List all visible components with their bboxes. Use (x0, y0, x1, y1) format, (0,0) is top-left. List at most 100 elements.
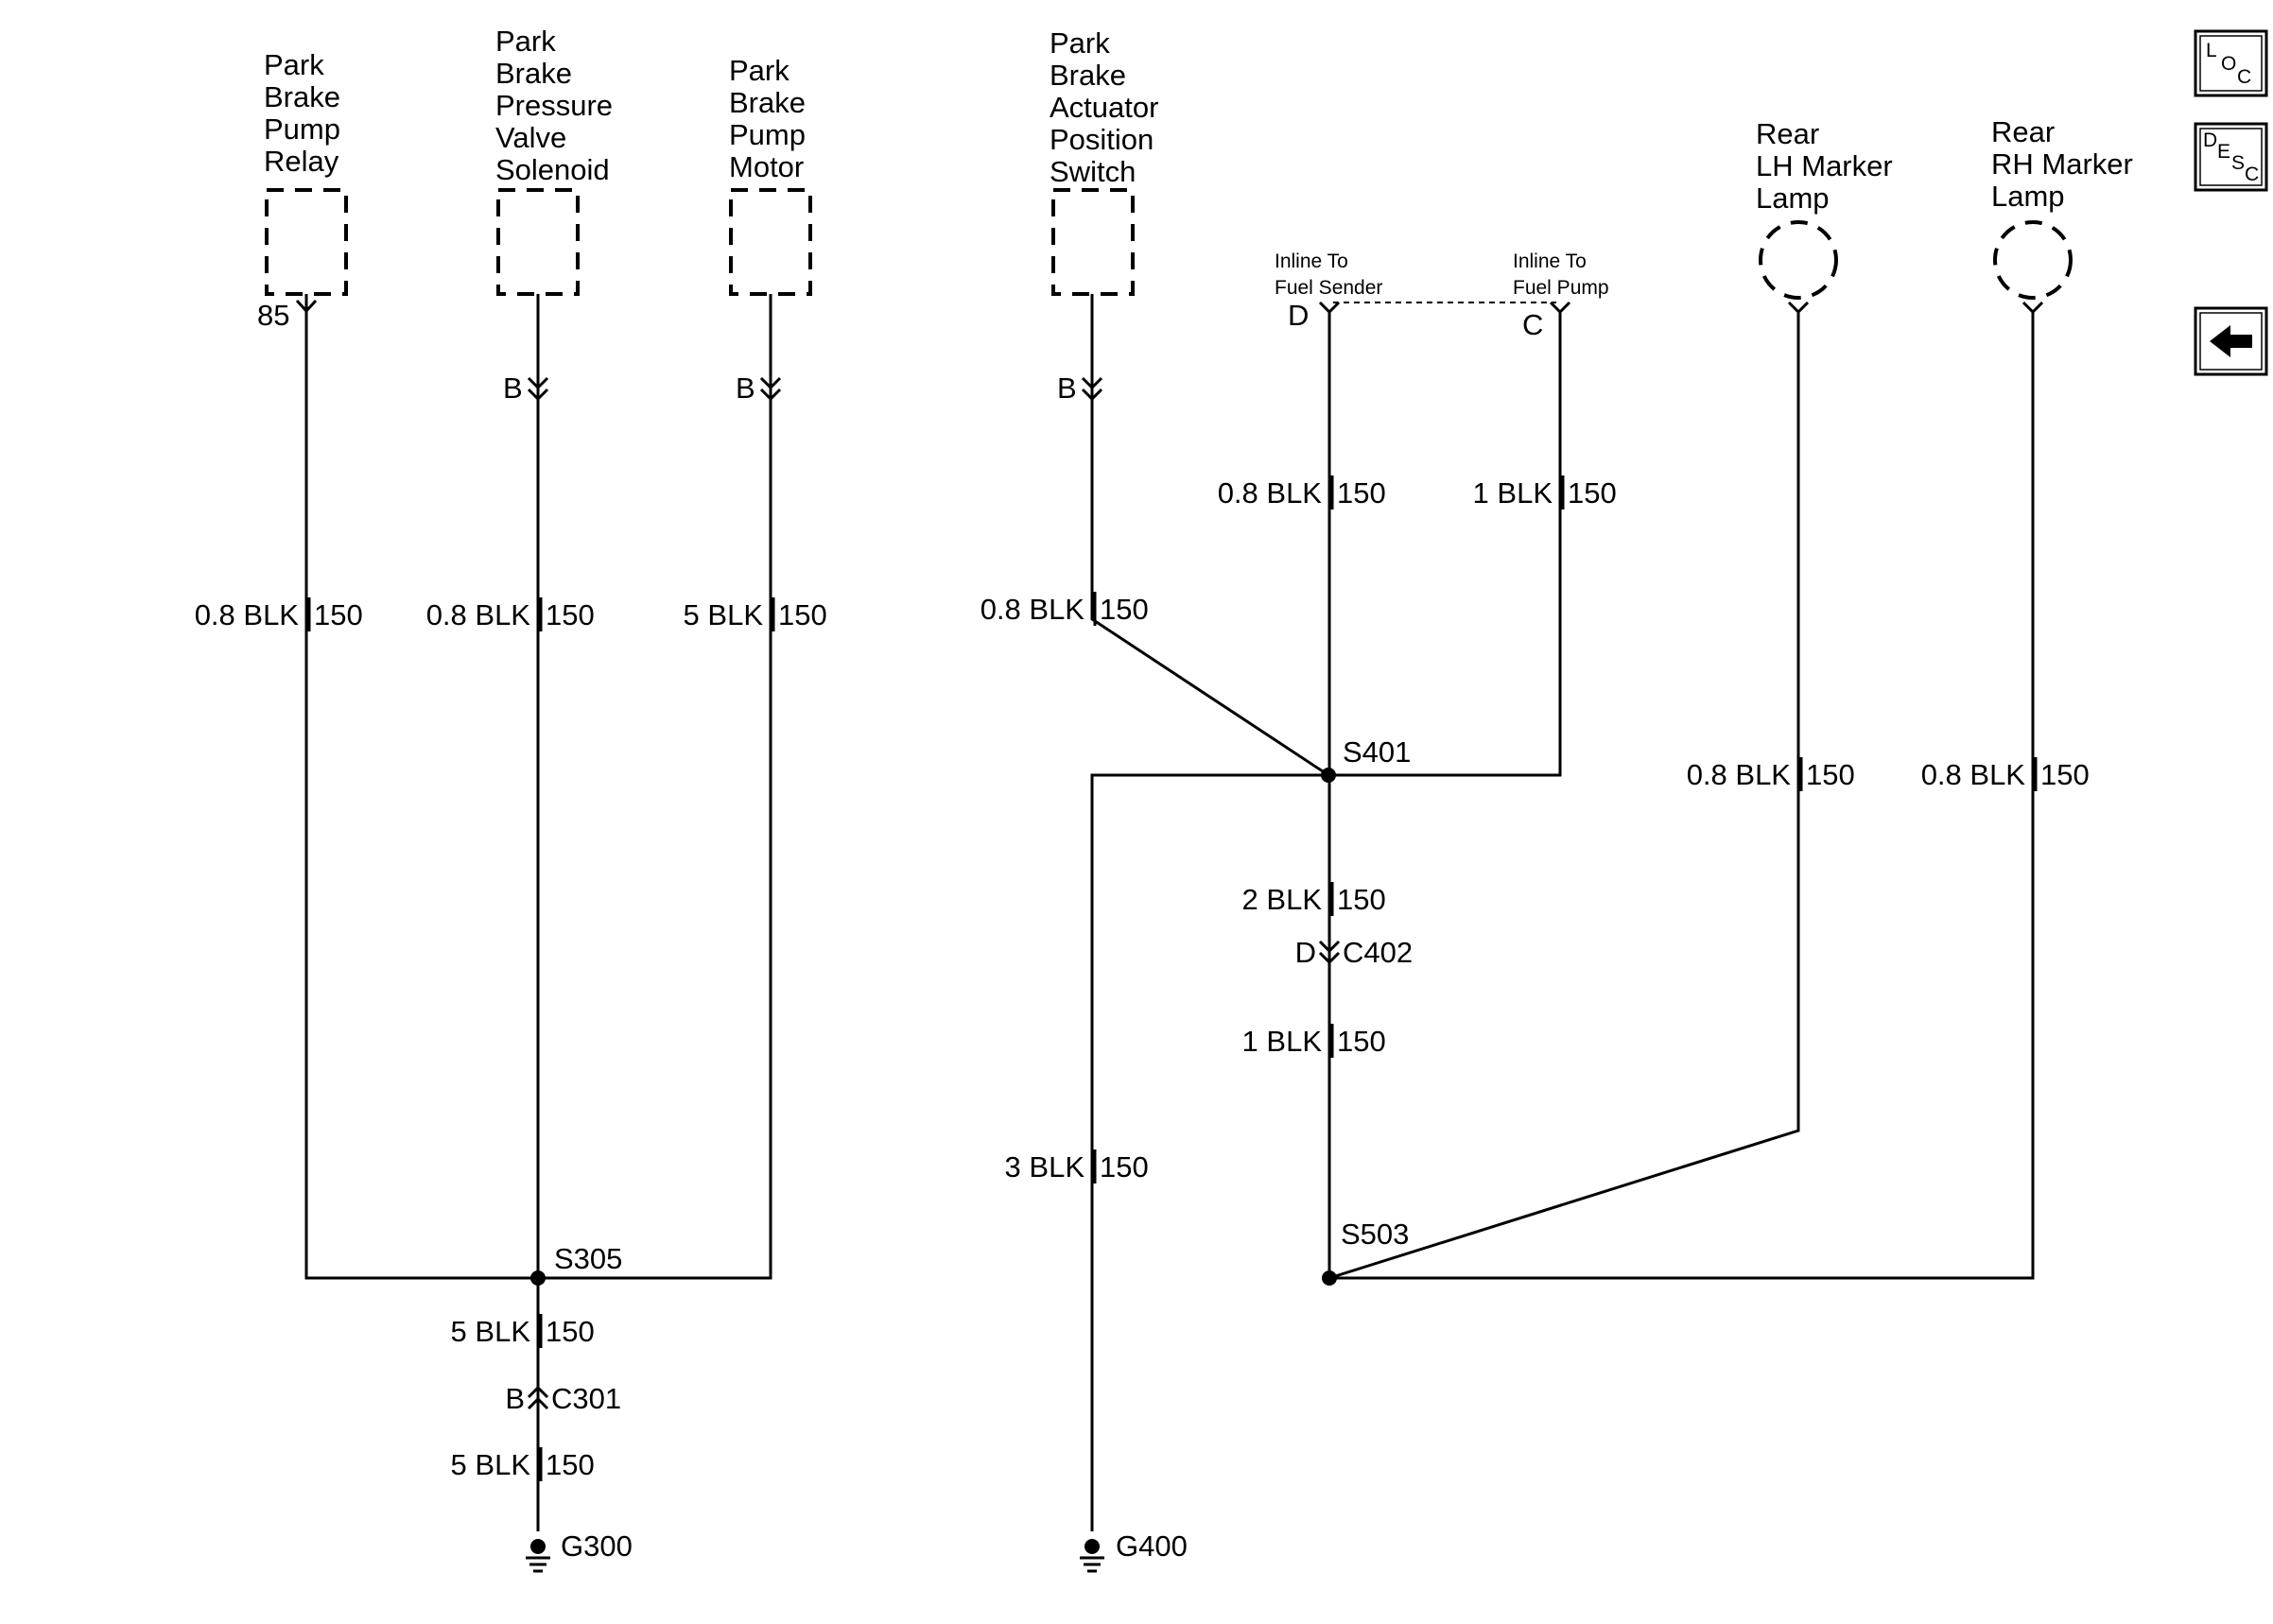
label-line: Brake (729, 86, 806, 119)
inline-label: Inline To (1513, 251, 1587, 272)
park-brake-pressure-valve-solenoid-label: Park Brake Pressure Valve Solenoid (495, 25, 613, 186)
wire-lh-marker-s503 (1328, 312, 1800, 1280)
wire-circuit-label: 150 (314, 598, 363, 631)
label-line: Motor (729, 150, 804, 183)
ground-g400-icon (1080, 1539, 1104, 1573)
pressure-valve-box (496, 188, 580, 296)
label-line: Position (1050, 123, 1154, 156)
wire-circuit-label: 150 (1806, 758, 1855, 791)
label-line: Rear (1991, 115, 2055, 148)
splice-s401-dot (1321, 768, 1336, 783)
pin-terminal-icon (2021, 301, 2044, 315)
connector-c402-pin: D (1295, 936, 1316, 969)
wire-gauge-label: 5 BLK (451, 1448, 531, 1481)
wire-label-dividers (307, 475, 2038, 1481)
label-line: Brake (264, 80, 340, 113)
desc-letter: C (2245, 164, 2259, 185)
label-line: Brake (1050, 59, 1126, 92)
desc-letter: E (2217, 141, 2230, 163)
pump-motor-box (729, 188, 812, 296)
wire-circuit-label: 150 (1568, 476, 1617, 510)
park-brake-pump-relay-label: Park Brake Pump Relay (264, 48, 340, 178)
wire-circuit-label: 150 (1337, 883, 1386, 916)
loc-letter: L (2206, 40, 2217, 61)
label-line: Pressure (495, 89, 613, 122)
loc-letter: C (2237, 66, 2251, 88)
pin-terminal-icon (1787, 301, 1810, 315)
ground-g300-icon (526, 1539, 550, 1573)
loc-letter: O (2221, 53, 2236, 75)
label-line: Lamp (1756, 181, 1830, 215)
inline-label: Fuel Pump (1513, 277, 1609, 299)
desc-button[interactable]: D E S C (2194, 122, 2268, 192)
label-line: LH Marker (1756, 149, 1893, 182)
rh-marker-lamp (1993, 220, 2073, 300)
connector-c301-name: C301 (551, 1382, 621, 1415)
wire-switch-s401 (1090, 294, 1329, 777)
label-line: Relay (264, 145, 339, 178)
rear-rh-marker-lamp-label: Rear RH Marker Lamp (1991, 115, 2133, 213)
label-line: RH Marker (1991, 147, 2133, 181)
lh-marker-lamp (1759, 220, 1838, 300)
ground-g400-label: G400 (1116, 1529, 1188, 1563)
wire-circuit-label: 150 (1100, 1150, 1149, 1183)
wire-circuit-label: 150 (2040, 758, 2090, 791)
pin-label: B (736, 371, 755, 405)
label-line: Rear (1756, 117, 1819, 150)
splice-s503-dot (1322, 1270, 1337, 1286)
label-line: Solenoid (495, 153, 610, 186)
pin-label: 85 (257, 299, 289, 332)
wire-circuit-label: 150 (1100, 593, 1149, 626)
pin-label: B (503, 371, 523, 405)
wire-gauge-label: 3 BLK (1005, 1150, 1085, 1183)
back-arrow-icon (2210, 325, 2252, 357)
wire-gauge-label: 0.8 BLK (980, 593, 1085, 626)
label-line: Switch (1050, 155, 1136, 188)
wire-gauge-label: 0.8 BLK (1687, 758, 1792, 791)
back-button[interactable] (2194, 306, 2268, 376)
wires (304, 294, 2035, 1531)
wire-gauge-label: 2 BLK (1242, 883, 1323, 916)
wire-circuit-label: 150 (778, 598, 827, 631)
wire-gauge-label: 1 BLK (1242, 1025, 1323, 1058)
pump-relay-box (265, 188, 348, 296)
wire-gauge-label: 0.8 BLK (426, 598, 531, 631)
actuator-switch-box (1051, 188, 1135, 296)
wire-circuit-label: 150 (546, 1315, 595, 1348)
wire-gauge-label: 0.8 BLK (1218, 476, 1323, 510)
wire-gauge-label: 0.8 BLK (1921, 758, 2026, 791)
park-brake-actuator-position-switch-label: Park Brake Actuator Position Switch (1050, 26, 1158, 188)
ground-g300-label: G300 (561, 1529, 633, 1563)
wire-gauge-label: 5 BLK (451, 1315, 531, 1348)
label-line: Brake (495, 57, 572, 90)
wire-circuit-label: 150 (546, 598, 595, 631)
pin-terminal-icon (1318, 301, 1341, 315)
desc-letter: S (2231, 152, 2245, 174)
inline-label: Inline To (1275, 251, 1348, 272)
label-line: Park (1050, 26, 1110, 60)
wire-circuit-label: 150 (1337, 1025, 1386, 1058)
connector-c301-pin: B (505, 1382, 525, 1415)
wire-rh-marker-s503 (1329, 312, 2035, 1280)
label-line: Park (729, 54, 789, 87)
label-line: Lamp (1991, 180, 2065, 213)
splice-s401-label: S401 (1343, 735, 1411, 769)
wire-gauge-label: 1 BLK (1473, 476, 1553, 510)
pin-label: B (1057, 371, 1077, 405)
connector-c402-name: C402 (1343, 936, 1413, 969)
park-brake-pump-motor-label: Park Brake Pump Motor (729, 54, 806, 183)
label-line: Pump (264, 112, 340, 146)
rear-lh-marker-lamp-label: Rear LH Marker Lamp (1756, 117, 1893, 215)
pin-terminal-icon (1549, 301, 1571, 315)
pin-label: D (1288, 299, 1309, 332)
wire-circuit-label: 150 (546, 1448, 595, 1481)
label-line: Valve (495, 121, 566, 154)
wire-gauge-label: 0.8 BLK (195, 598, 300, 631)
splice-s305-label: S305 (554, 1242, 622, 1275)
pin-label: C (1522, 308, 1543, 341)
splice-s503-label: S503 (1341, 1218, 1409, 1251)
desc-letter: D (2203, 130, 2217, 151)
loc-button[interactable]: L O C (2194, 29, 2268, 97)
label-line: Park (495, 25, 556, 58)
wire-gauge-label: 5 BLK (684, 598, 764, 631)
